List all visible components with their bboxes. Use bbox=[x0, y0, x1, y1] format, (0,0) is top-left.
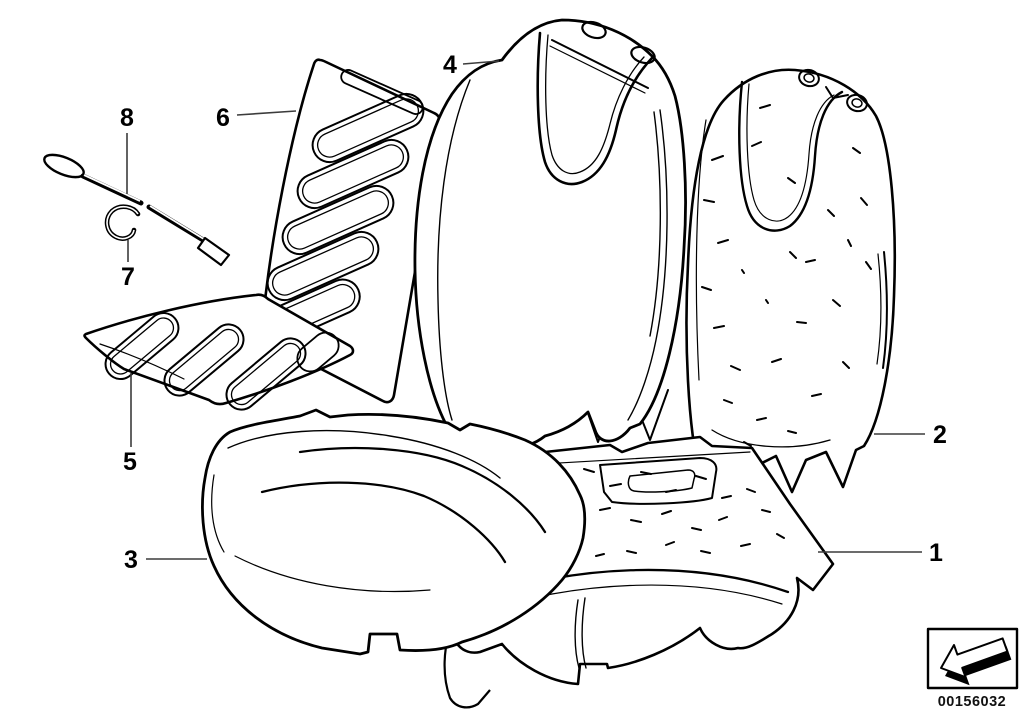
part-7-hook-clip bbox=[104, 204, 141, 241]
callout-1[interactable]: 1 bbox=[818, 539, 943, 567]
callout-8-label[interactable]: 8 bbox=[120, 104, 134, 132]
callout-6[interactable]: 6 bbox=[216, 104, 297, 132]
arrow-down-left-3d-icon bbox=[940, 637, 1012, 686]
part-4-backrest-cover bbox=[413, 18, 687, 449]
part-6-backrest-heater-pad bbox=[255, 58, 442, 404]
part-5-seat-heater-pad bbox=[83, 293, 355, 411]
diagram-code-stamp: 00156032 bbox=[926, 627, 1019, 710]
part-8-rod bbox=[43, 153, 231, 267]
callout-4-label[interactable]: 4 bbox=[443, 51, 457, 79]
callout-4[interactable]: 4 bbox=[443, 51, 500, 79]
callout-6-label[interactable]: 6 bbox=[216, 104, 230, 132]
callout-7-label[interactable]: 7 bbox=[121, 263, 135, 291]
callout-5[interactable]: 5 bbox=[123, 373, 137, 476]
part-2-backrest-pad bbox=[685, 68, 897, 494]
callout-2[interactable]: 2 bbox=[874, 421, 947, 449]
callout-7[interactable]: 7 bbox=[121, 240, 135, 291]
callout-5-label[interactable]: 5 bbox=[123, 448, 137, 476]
callout-2-label[interactable]: 2 bbox=[933, 421, 947, 449]
part-3-seat-cushion-cover bbox=[201, 408, 587, 656]
callout-1-label[interactable]: 1 bbox=[929, 539, 943, 567]
callout-3-label[interactable]: 3 bbox=[124, 546, 138, 574]
stamp-code: 00156032 bbox=[938, 694, 1007, 710]
callout-3[interactable]: 3 bbox=[124, 546, 207, 574]
callout-8[interactable]: 8 bbox=[120, 104, 134, 194]
